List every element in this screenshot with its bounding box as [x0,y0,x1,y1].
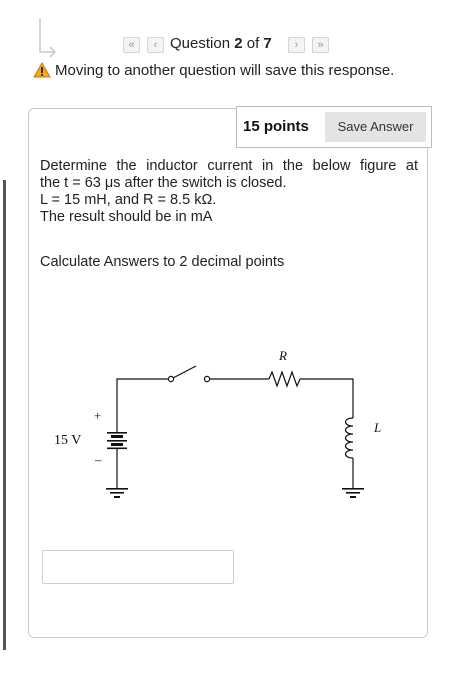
ground-left-2 [110,492,124,494]
ground-left-3 [114,496,120,498]
warning-icon [33,62,51,78]
ground-left-1 [106,488,128,490]
question-text: Determine the inductor current in the be… [40,158,418,226]
battery-plate-1 [107,432,127,434]
source-voltage-label: 15 V [54,433,81,448]
answer-input[interactable] [42,550,234,584]
save-answer-button[interactable]: Save Answer [325,112,426,142]
wire-top-left [116,378,168,432]
resistor-label: R [278,348,287,363]
double-chevron-left-icon: « [128,39,135,51]
inductor-symbol [344,417,354,459]
previous-question-button[interactable]: ‹ [147,37,164,53]
first-question-button[interactable]: « [123,37,140,53]
battery-plate-4 [111,443,123,446]
battery-plus-sign: + [94,408,101,423]
double-chevron-right-icon: » [317,39,324,51]
last-question-button[interactable]: » [312,37,329,53]
chevron-right-icon: › [294,39,299,51]
battery-plate-2 [111,435,123,438]
battery-plate-5 [107,447,127,450]
switch-blade [172,365,197,379]
next-question-button[interactable]: › [288,37,305,53]
question-line-4: The result should be in mA [40,209,213,225]
resistor-symbol [268,370,301,388]
question-line-1: Determine the inductor current in the be… [40,158,418,174]
ground-right-2 [346,492,360,494]
question-line-2: the t = 63 μs after the switch is closed… [40,175,287,191]
chevron-left-icon: ‹ [153,39,158,51]
battery-minus-sign: – [94,452,102,467]
left-scroll-bar [3,180,6,650]
points-label: 15 points [243,118,309,135]
question-navigation: « ‹ Question 2 of 7 › » [0,34,458,56]
circuit-diagram: R L 15 V + – [54,348,381,498]
return-arrow-icon [39,18,57,58]
question-line-3: L = 15 mH, and R = 8.5 kΩ. [40,192,217,208]
ground-right-3 [350,496,356,498]
switch-contact-left [167,375,175,383]
warning-text: Moving to another question will save thi… [55,62,395,79]
calculation-note: Calculate Answers to 2 decimal points [40,254,285,270]
switch-contact-right [203,375,211,383]
ground-right-1 [342,488,364,490]
save-warning: Moving to another question will save thi… [33,62,394,79]
wire-to-inductor [300,378,354,418]
question-counter: Question 2 of 7 [170,35,272,52]
question-card [28,108,428,638]
points-header: 15 points Save Answer [236,106,432,148]
battery-plate-3 [107,440,127,442]
inductor-label: L [373,420,381,435]
